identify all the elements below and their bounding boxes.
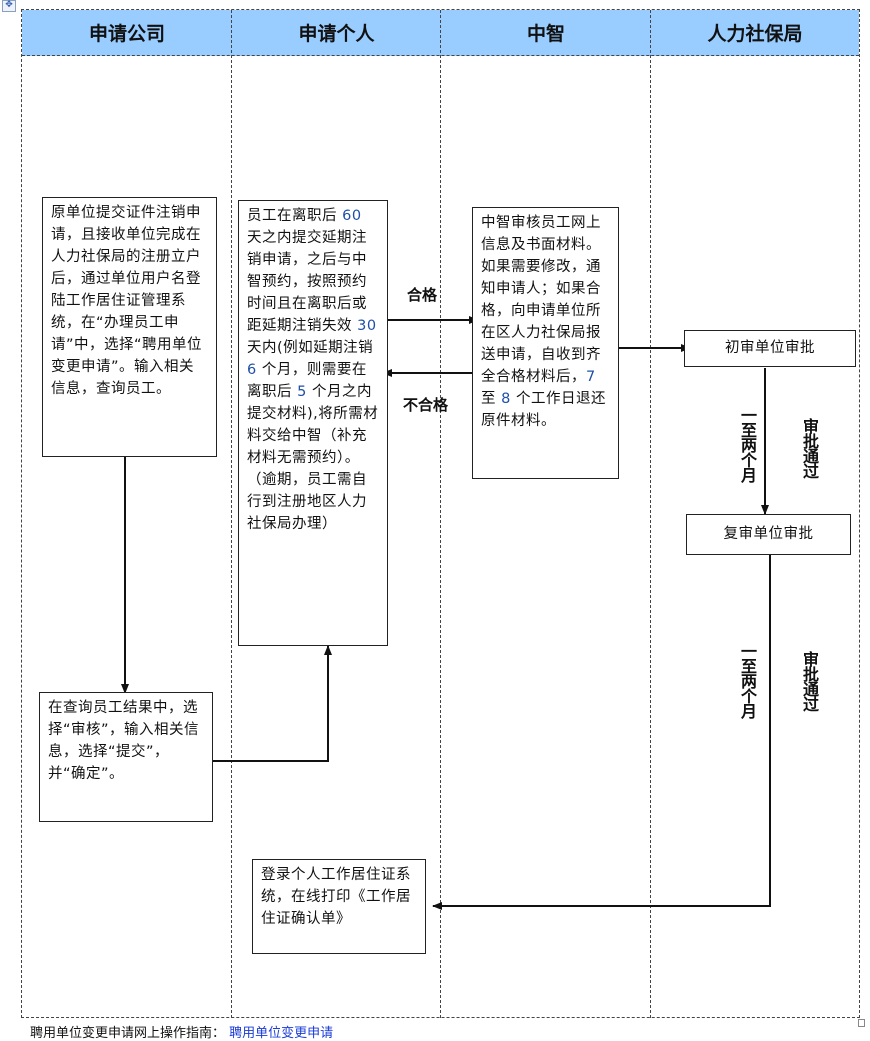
node-hrss-first-review: 初审单位审批 — [684, 330, 856, 367]
text-fragment: 员工在离职后 — [247, 208, 343, 224]
node-company-submit-text: 原单位提交证件注销申请，且接收单位完成在人力社保局的注册立户后，通过单位用户名登… — [51, 205, 203, 397]
number-text: 30 — [357, 318, 377, 334]
footer-link[interactable]: 聘用单位变更申请 — [229, 1026, 334, 1041]
arrow-second-review-to-print — [432, 555, 771, 910]
node-zhongzhi-review-text: 中智审核员工网上信息及书面材料。如果需要修改，通知申请人；如果合格，向申请单位所… — [481, 215, 606, 429]
node-zhongzhi-review: 中智审核员工网上信息及书面材料。如果需要修改，通知申请人；如果合格，向申请单位所… — [472, 207, 619, 479]
text-fragment: 天之内提交延期注销申请，之后与中智预约，按照预约时间且在离职后或距延期注销失效 — [247, 230, 367, 334]
edge-label-approved-1: 审批通过 — [800, 418, 819, 478]
lane-divider — [440, 10, 441, 1018]
edge-label-qualified: 合格 — [407, 286, 438, 304]
node-individual-apply: 员工在离职后 60 天之内提交延期注销申请，之后与中智预约，按照预约时间且在离职… — [238, 200, 388, 646]
number-text: 6 — [247, 362, 257, 378]
footer-guide: 聘用单位变更申请网上操作指南： 聘用单位变更申请 — [30, 1022, 333, 1041]
node-individual-print-text: 登录个人工作居住证系统，在线打印《工作居住证确认单》 — [261, 867, 411, 927]
text-fragment: 个工作日退还原件材料。 — [481, 391, 606, 429]
table-move-anchor-icon[interactable]: ✥ — [2, 0, 16, 12]
footer-text: 聘用单位变更申请网上操作指南： — [30, 1026, 226, 1041]
lane-header-company: 申请公司 — [88, 23, 165, 45]
text-fragment: 至 — [481, 391, 502, 407]
node-individual-apply-text: 员工在离职后 60 天之内提交延期注销申请，之后与中智预约，按照预约时间且在离职… — [247, 208, 378, 532]
text-fragment: 天内(例如延期注销 — [247, 340, 374, 356]
node-hrss-first-review-text: 初审单位审批 — [725, 340, 815, 356]
text-fragment: 个月，则需要在离职后 — [247, 362, 367, 400]
node-company-submit: 原单位提交证件注销申请，且接收单位完成在人力社保局的注册立户后，通过单位用户名登… — [42, 197, 217, 457]
text-fragment: 个月之内提交材料),将所需材料交给中智（补充材料无需预约）。（逾期，员工需自行到… — [247, 384, 379, 532]
node-hrss-second-review-text: 复审单位审批 — [723, 526, 814, 542]
number-text: 7 — [586, 369, 596, 385]
edge-label-duration-2: 一至两个月 — [738, 643, 757, 718]
edge-label-duration-1: 一至两个月 — [738, 407, 757, 482]
node-company-review-text: 在查询员工结果中，选择“审核”，输入相关信息，选择“提交”，并“确定”。 — [48, 700, 200, 782]
text-fragment: 中智审核员工网上信息及书面材料。如果需要修改，通知申请人；如果合格，向申请单位所… — [481, 215, 601, 385]
number-text: 5 — [297, 384, 307, 400]
node-individual-print: 登录个人工作居住证系统，在线打印《工作居住证确认单》 — [252, 859, 426, 954]
lane-header-zhongzhi: 中智 — [526, 23, 565, 45]
node-hrss-second-review: 复审单位审批 — [686, 514, 851, 555]
lane-divider — [650, 10, 651, 1018]
arrow-review-to-individual — [213, 645, 332, 762]
edge-label-unqualified: 不合格 — [403, 396, 449, 414]
lane-header-hrss: 人力社保局 — [707, 23, 803, 45]
number-text: 8 — [501, 391, 511, 407]
edge-label-approved-2: 审批通过 — [800, 651, 819, 711]
lane-header-individual: 申请个人 — [298, 23, 375, 45]
number-text: 60 — [342, 208, 362, 224]
lane-divider — [231, 10, 232, 1018]
node-company-review: 在查询员工结果中，选择“审核”，输入相关信息，选择“提交”，并“确定”。 — [39, 692, 213, 822]
table-resize-handle[interactable] — [858, 1019, 865, 1027]
